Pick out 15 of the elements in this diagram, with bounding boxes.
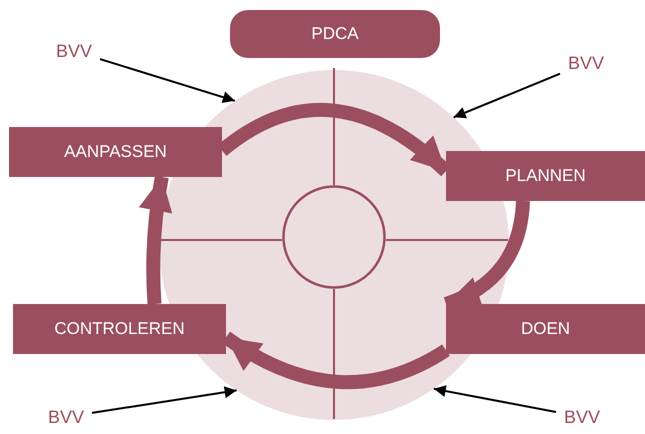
stage-box: PLANNEN (446, 151, 645, 201)
arrow (92, 386, 237, 414)
stage-box: DOEN (446, 304, 645, 354)
callout-label: BVV (48, 38, 100, 64)
callout-label: BVV (40, 404, 92, 430)
stage-box: AANPASSEN (9, 127, 222, 177)
callout-label: BVV (560, 50, 612, 76)
callout-label: BVV (556, 404, 608, 430)
center-circle (282, 185, 386, 289)
curved-arrow (139, 176, 173, 304)
arrow (434, 385, 556, 413)
arrow (100, 58, 236, 103)
arrow (453, 72, 560, 118)
stage-box: CONTROLEREN (13, 304, 226, 354)
heading-box: PDCA (230, 10, 440, 58)
